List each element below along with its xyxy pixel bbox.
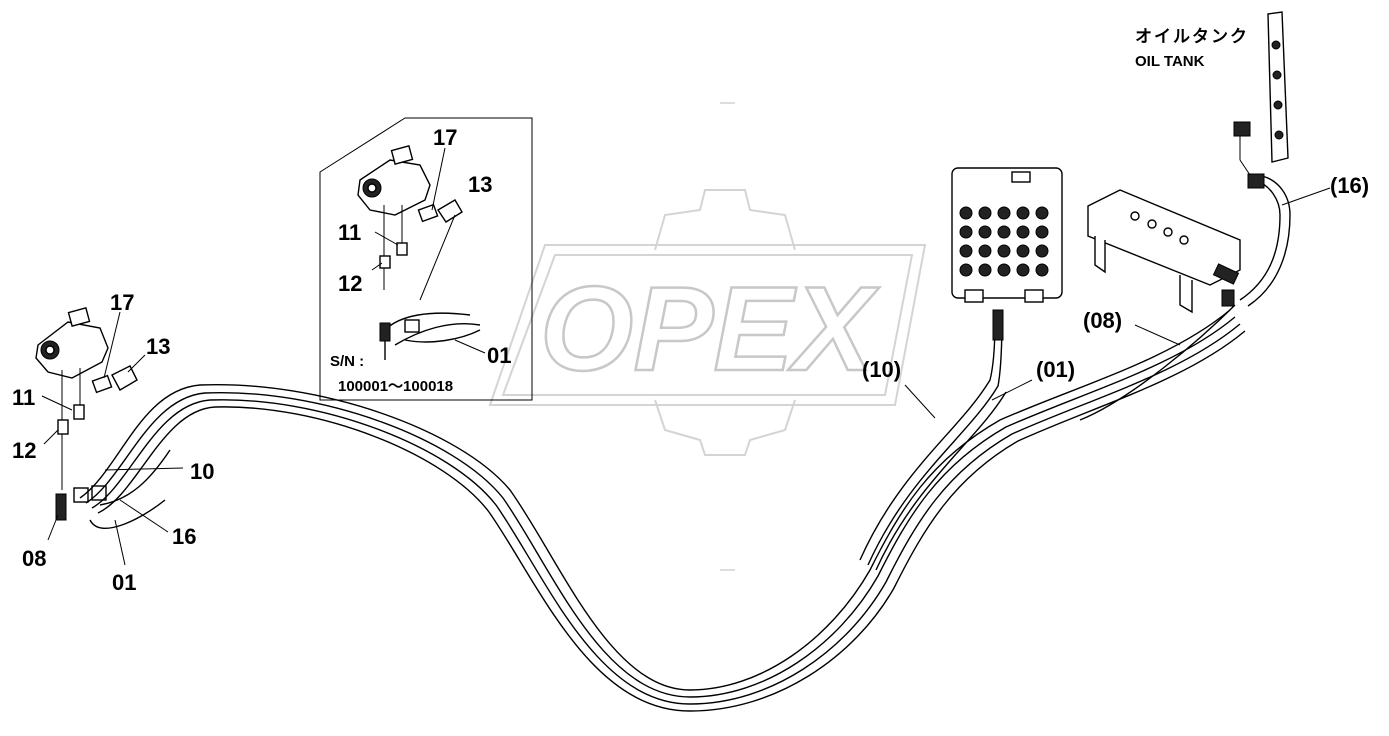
manifold-block xyxy=(1087,189,1241,314)
control-valve xyxy=(951,167,1063,341)
inset-elbow xyxy=(404,319,420,333)
inset-label-13: 13 xyxy=(468,172,492,197)
oil-tank-fitting xyxy=(1233,121,1251,137)
left-fitting-11 xyxy=(73,404,85,420)
serial-number-range: 100001～100018 xyxy=(338,378,453,395)
manifold-lower-fitting xyxy=(1221,289,1235,307)
oil-tank-label-jp: オイルタンク xyxy=(1135,27,1249,46)
manifold-fitting xyxy=(1212,263,1240,285)
oil-tank-label-en: OIL TANK xyxy=(1135,53,1205,70)
inset-fitting-12 xyxy=(379,255,391,269)
inset-label-12: 12 xyxy=(338,271,362,296)
control-valve-fitting xyxy=(992,309,1004,341)
watermark-text: OPEX xyxy=(540,262,880,396)
right-label-16: (16) xyxy=(1330,173,1369,198)
left-valve xyxy=(35,307,109,490)
left-valve-group: 17 13 11 12 10 16 08 01 xyxy=(12,290,214,595)
inset-label-17: 17 xyxy=(433,125,457,150)
left-elbow-10 xyxy=(73,487,89,503)
oil-tank-hose-fitting xyxy=(1247,173,1265,189)
left-label-10: 10 xyxy=(190,459,214,484)
inset-fitting-08 xyxy=(379,322,391,342)
inset-fitting-17 xyxy=(417,203,439,223)
left-fitting-12 xyxy=(57,419,69,435)
inset-fitting-13 xyxy=(437,199,463,223)
inset-label-11: 11 xyxy=(338,220,361,245)
inset-valve xyxy=(357,145,431,290)
inset-label-01: 01 xyxy=(487,343,511,368)
control-valve-ports xyxy=(959,206,1049,277)
left-fitting-08 xyxy=(55,493,67,521)
left-label-17: 17 xyxy=(110,290,134,315)
left-label-13: 13 xyxy=(146,334,170,359)
left-label-01: 01 xyxy=(112,570,136,595)
right-label-01: (01) xyxy=(1036,357,1075,382)
right-label-10: (10) xyxy=(862,357,901,382)
serial-number-label: S/N : xyxy=(330,353,364,370)
oil-tank xyxy=(1233,11,1289,189)
left-label-16: 16 xyxy=(172,524,196,549)
left-label-08: 08 xyxy=(22,546,46,571)
right-label-08: (08) xyxy=(1083,308,1122,333)
inset-fitting-11 xyxy=(396,242,408,256)
opex-watermark: OPEX xyxy=(488,102,927,571)
left-label-11: 11 xyxy=(12,385,35,410)
left-label-12: 12 xyxy=(12,438,36,463)
left-fitting-13 xyxy=(111,365,138,391)
hose-bundle xyxy=(79,175,1291,712)
left-fitting-17 xyxy=(91,374,113,394)
serial-inset: 17 13 11 12 01 S/N : 100001～100018 xyxy=(319,117,533,401)
